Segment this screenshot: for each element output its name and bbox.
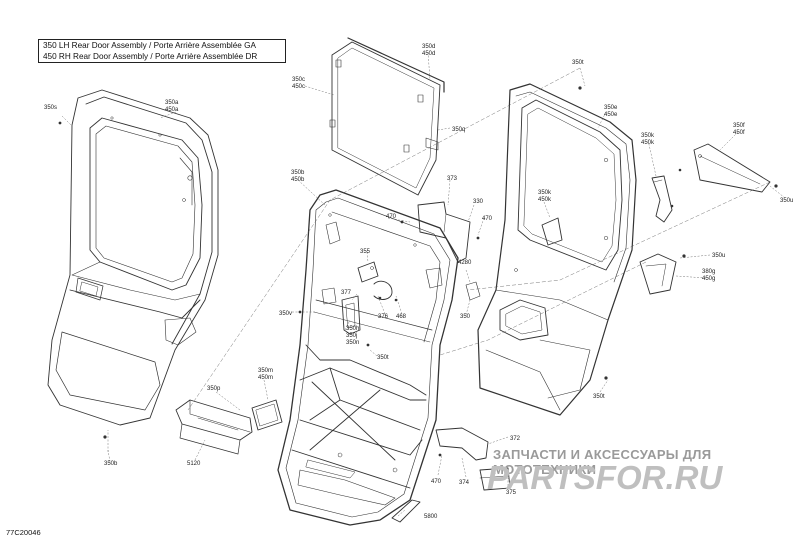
callout-350b-left: 350b [104, 461, 118, 467]
callout-350v: 350v [279, 311, 292, 317]
callout-470-a: 470 [386, 214, 397, 220]
callout-350u-mid: 350u [712, 253, 725, 259]
callout-5120: 5120 [187, 461, 201, 467]
outer-door-panel [477, 83, 637, 416]
screw-350u-right [774, 184, 778, 188]
exterior-handle-housing [541, 217, 563, 246]
callout-375: 375 [506, 490, 517, 496]
screw-350s [58, 121, 62, 125]
screw-376 [378, 296, 382, 300]
screw-468 [394, 298, 398, 302]
screw-350b-bottom [103, 435, 107, 439]
callout-4280: 4280 [458, 260, 472, 266]
title-box: 350 LH Rear Door Assembly / Porte Arrièr… [38, 39, 286, 63]
watermark-text: ЗАПЧАСТИ И АКСЕССУАРЫ ДЛЯ МОТОТЕХНИКИ [493, 447, 712, 477]
corner-bracket [639, 253, 677, 295]
screw-350u-mid [682, 254, 686, 258]
callout-376: 376 [378, 314, 389, 320]
interior-handle [251, 399, 283, 431]
screw-handle-b [678, 168, 682, 172]
callout-330: 330 [473, 199, 484, 205]
screw-350v [298, 310, 302, 314]
screw-470-a [400, 220, 404, 224]
storage-pocket [175, 399, 253, 455]
seal-strip [391, 499, 421, 523]
callout-350u-right: 350u [780, 198, 793, 204]
callout-350t-right: 350t [593, 394, 605, 400]
callout-350p: 350p [207, 386, 221, 392]
door-window-glass [329, 37, 445, 196]
callout-470-c: 470 [431, 479, 442, 485]
screws [58, 86, 778, 457]
screw-470-b [476, 236, 480, 240]
title-line-lh: 350 LH Rear Door Assembly / Porte Arrièr… [43, 41, 256, 50]
exterior-handle [651, 175, 673, 223]
callout-377: 377 [341, 290, 352, 296]
leader-lines [61, 51, 786, 517]
door-latch [341, 261, 393, 335]
callout-468: 468 [396, 314, 407, 320]
screw-350t-mid [366, 343, 370, 347]
interior-door-panel [47, 89, 219, 426]
callout-355: 355 [360, 249, 371, 255]
diagram-id: 77C20046 [6, 528, 41, 537]
callout-5800: 5800 [424, 514, 438, 520]
screw-350t-top [578, 86, 582, 90]
callout-350s: 350s [44, 105, 57, 111]
callout-350t-mid: 350t [377, 355, 389, 361]
title-line-rh: 450 RH Rear Door Assembly / Porte Arrièr… [43, 51, 258, 61]
callout-373: 373 [447, 176, 458, 182]
triangle-filler-panel [693, 143, 771, 193]
lower-hinge-bracket [435, 427, 511, 491]
callout-372: 372 [510, 436, 521, 442]
watermark-logo: PARTSFOR.RU [487, 459, 723, 496]
screw-470-c [438, 453, 442, 457]
callout-350: 350 [460, 314, 471, 320]
upper-hinge-bracket [417, 201, 471, 263]
screw-handle-a [670, 204, 674, 208]
callout-350t-top: 350t [572, 60, 584, 66]
callout-350q: 350q [452, 127, 465, 133]
callout-374: 374 [459, 480, 470, 486]
door-frame [277, 189, 459, 526]
screw-350t-right [604, 376, 608, 380]
callout-470-b: 470 [482, 216, 493, 222]
fastener-clip [465, 281, 481, 301]
